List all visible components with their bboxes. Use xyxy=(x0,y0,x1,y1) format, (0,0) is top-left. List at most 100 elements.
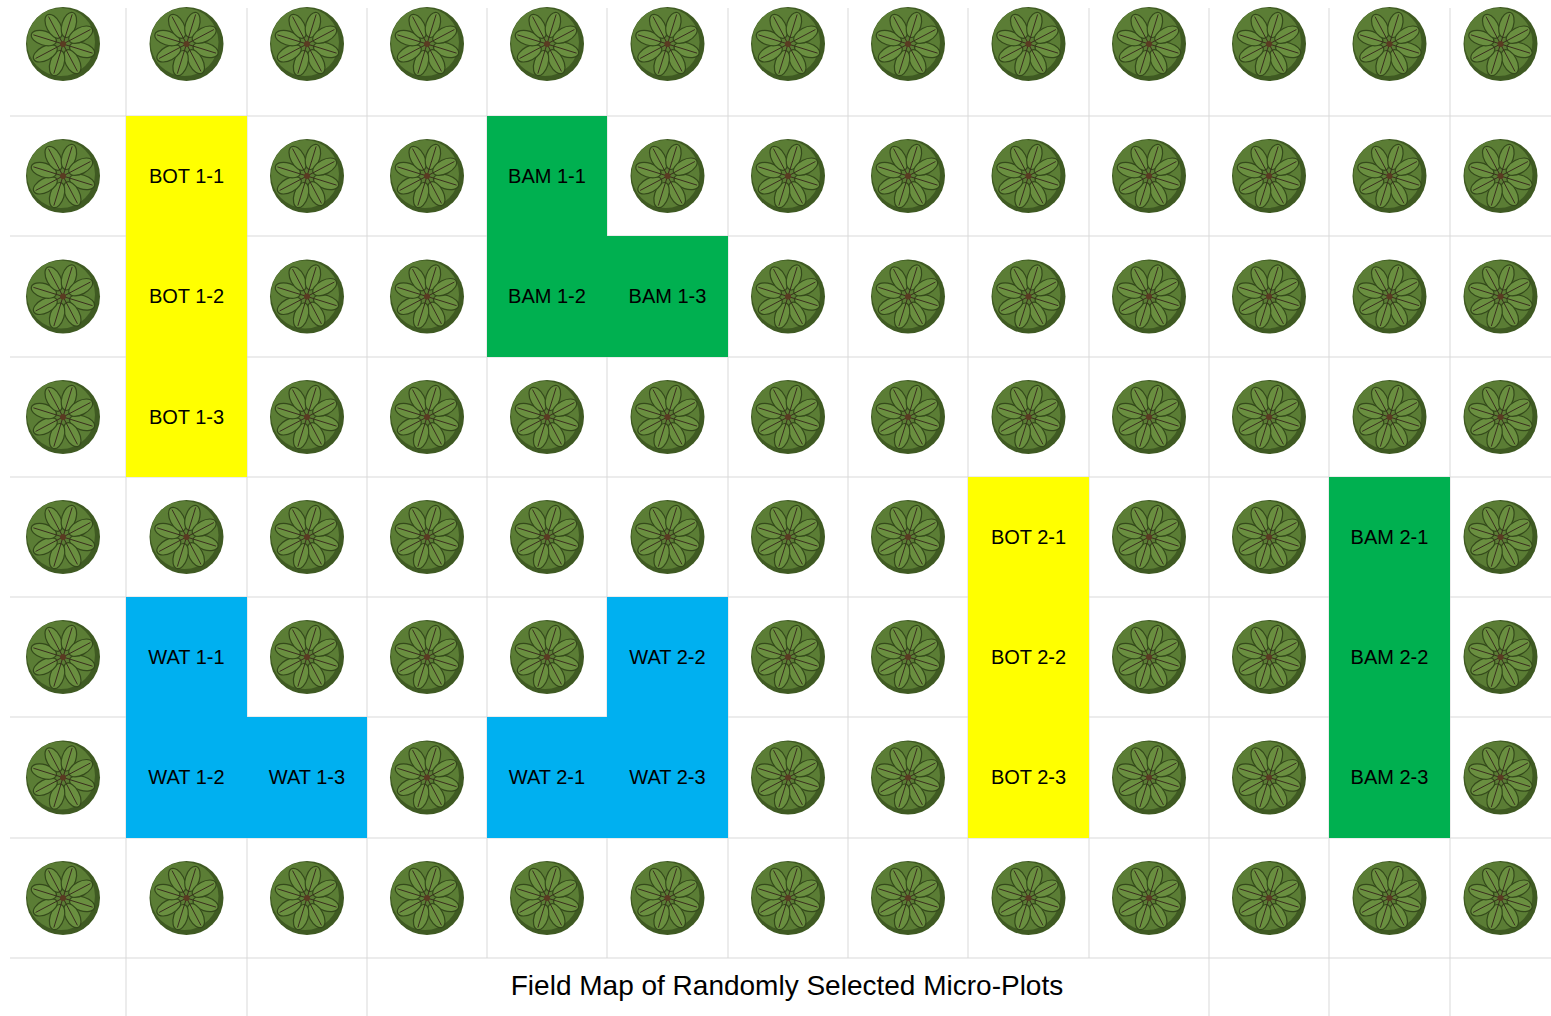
plant-icon xyxy=(26,620,100,694)
plant-icon xyxy=(390,260,464,334)
micro-plot: BAM 2-2 xyxy=(1329,597,1450,717)
plot-label: BOT 2-1 xyxy=(991,526,1066,549)
micro-plot: BAM 2-3 xyxy=(1329,717,1450,838)
plant-icon xyxy=(1112,500,1186,574)
plant-icon xyxy=(631,7,705,81)
plant-icon xyxy=(1353,7,1427,81)
plot-label: BAM 1-1 xyxy=(508,165,586,188)
micro-plot: BOT 2-1 xyxy=(968,477,1089,597)
plant-icon xyxy=(631,861,705,935)
plot-label: BAM 1-3 xyxy=(629,285,707,308)
plant-icon xyxy=(631,139,705,213)
micro-plot: BOT 2-2 xyxy=(968,597,1089,717)
plant-icon xyxy=(1464,741,1538,815)
plant-icon xyxy=(751,741,825,815)
plant-icon xyxy=(1464,620,1538,694)
plot-label: BAM 2-3 xyxy=(1351,766,1429,789)
plant-icon xyxy=(270,139,344,213)
plant-icon xyxy=(1112,741,1186,815)
plant-icon xyxy=(270,620,344,694)
plant-icon xyxy=(1112,861,1186,935)
plot-label: WAT 1-2 xyxy=(148,766,224,789)
micro-plot: BAM 2-1 xyxy=(1329,477,1450,597)
micro-plot: WAT 2-1 xyxy=(487,717,607,838)
plant-icon xyxy=(1464,861,1538,935)
plant-icon xyxy=(270,7,344,81)
plant-icon xyxy=(270,500,344,574)
plant-icon xyxy=(1232,380,1306,454)
plant-icon xyxy=(1464,380,1538,454)
plant-icon xyxy=(1232,7,1306,81)
micro-plot: WAT 2-3 xyxy=(607,717,728,838)
plant-icon xyxy=(510,861,584,935)
plant-icons xyxy=(26,7,1538,935)
map-caption: Field Map of Randomly Selected Micro-Plo… xyxy=(511,970,1063,1002)
grid-line xyxy=(1329,958,1330,1016)
grid-lines xyxy=(10,8,1551,1016)
plant-icon xyxy=(1232,861,1306,935)
plant-icon xyxy=(751,7,825,81)
plant-icon xyxy=(390,7,464,81)
plant-icon xyxy=(26,741,100,815)
plant-icon xyxy=(270,380,344,454)
plant-icon xyxy=(390,380,464,454)
plant-icon xyxy=(1112,7,1186,81)
plant-icon xyxy=(150,500,224,574)
plant-icon xyxy=(871,139,945,213)
plant-icon xyxy=(1232,620,1306,694)
plant-icon xyxy=(26,139,100,213)
grid-line xyxy=(10,958,1551,959)
plant-icon xyxy=(751,500,825,574)
grid-line xyxy=(1209,958,1210,1016)
plant-icon xyxy=(992,380,1066,454)
plant-icon xyxy=(631,500,705,574)
plant-icon xyxy=(1112,380,1186,454)
plot-label: WAT 2-2 xyxy=(629,646,705,669)
plant-icon xyxy=(510,620,584,694)
plant-icon xyxy=(992,260,1066,334)
plant-icon xyxy=(1112,260,1186,334)
micro-plot: BAM 1-3 xyxy=(607,236,728,357)
plant-icon xyxy=(26,380,100,454)
micro-plot: BOT 1-3 xyxy=(126,357,247,477)
plot-label: BAM 2-1 xyxy=(1351,526,1429,549)
plant-icon xyxy=(992,861,1066,935)
plant-icon xyxy=(1464,500,1538,574)
plant-icon xyxy=(1353,139,1427,213)
plant-icon xyxy=(150,7,224,81)
micro-plot: BOT 2-3 xyxy=(968,717,1089,838)
plant-icon xyxy=(871,741,945,815)
plant-icon xyxy=(510,500,584,574)
plant-icon xyxy=(1353,380,1427,454)
plant-icon xyxy=(751,861,825,935)
plant-icon xyxy=(1353,260,1427,334)
plant-icon xyxy=(751,620,825,694)
plant-icon xyxy=(1112,139,1186,213)
plant-icon xyxy=(1353,861,1427,935)
micro-plot: BAM 1-1 xyxy=(487,116,607,236)
plot-label: BOT 1-1 xyxy=(149,165,224,188)
plant-icon xyxy=(871,861,945,935)
plot-label: BOT 2-3 xyxy=(991,766,1066,789)
plot-label: WAT 1-3 xyxy=(269,766,345,789)
plant-icon xyxy=(1232,741,1306,815)
plant-icon xyxy=(390,139,464,213)
grid-line xyxy=(126,958,127,1016)
plot-label: WAT 2-1 xyxy=(509,766,585,789)
plant-icon xyxy=(992,139,1066,213)
plot-label: WAT 1-1 xyxy=(148,646,224,669)
plant-icon xyxy=(871,260,945,334)
plant-icon xyxy=(871,7,945,81)
plot-label: WAT 2-3 xyxy=(629,766,705,789)
plant-icon xyxy=(1464,139,1538,213)
plant-icon xyxy=(26,861,100,935)
plot-label: BOT 1-2 xyxy=(149,285,224,308)
plant-icon xyxy=(26,7,100,81)
grid-line xyxy=(247,958,248,1016)
grid-line xyxy=(367,958,368,1016)
plant-icon xyxy=(510,7,584,81)
plant-icon xyxy=(270,260,344,334)
micro-plot: WAT 1-1 xyxy=(126,597,247,717)
plot-label: BOT 2-2 xyxy=(991,646,1066,669)
